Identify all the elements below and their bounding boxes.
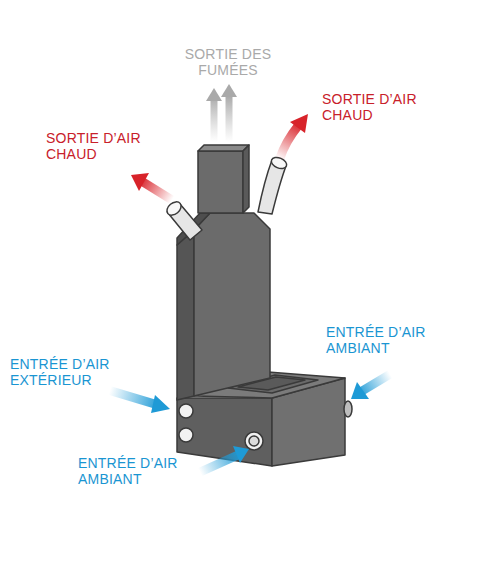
smoke-arrows [206, 84, 237, 142]
ambient-air-inlet-label: ENTRÉE D’AIR AMBIANT [326, 324, 428, 356]
smoke-outlet-label: SORTIE DES FUMÉES [180, 46, 276, 78]
hot-air-pipes [164, 155, 288, 240]
hot-air-arrows [131, 114, 308, 200]
hot-air-outlet-label: SORTIE D’AIR CHAUD [322, 91, 417, 123]
ambient-air-inlet-label: ENTRÉE D’AIR AMBIANT [78, 455, 180, 487]
exterior-air-inlet-label: ENTRÉE D’AIR EXTÉRIEUR [10, 356, 112, 388]
flue-outlet [198, 145, 249, 213]
stove-column [177, 213, 270, 400]
air-inlets [179, 401, 352, 450]
hot-air-outlet-label: SORTIE D’AIR CHAUD [46, 130, 141, 162]
